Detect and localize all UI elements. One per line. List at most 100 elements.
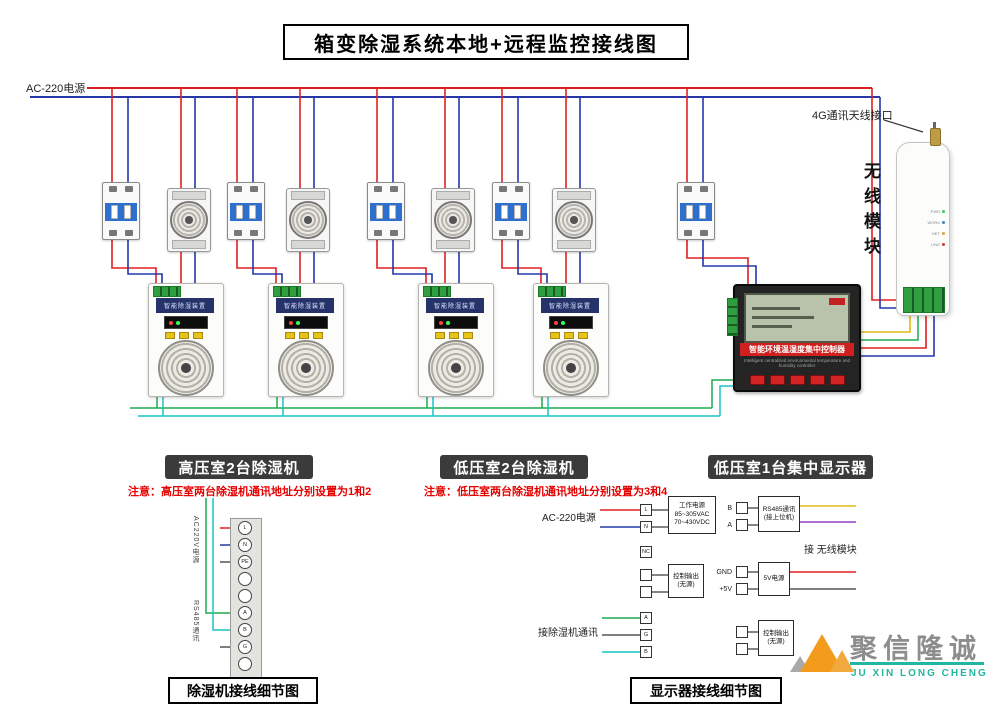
terminal-N: N (640, 521, 652, 533)
dehumidifier-fan (428, 340, 484, 396)
working-power-box: 工作电源 85~305VAC 70~430VDC (668, 496, 716, 534)
terminal-strip (172, 240, 206, 249)
breaker-toggle-band (370, 203, 402, 221)
detail-title-dehumidifier: 除湿机接线细节图 (168, 677, 318, 704)
terminal-B: B (640, 646, 652, 658)
power-module-3 (431, 188, 475, 252)
panel-button (578, 332, 588, 339)
fan-hub (451, 363, 461, 373)
fan-icon (289, 201, 327, 239)
terminal (238, 657, 252, 671)
breaker-lever (501, 205, 508, 219)
control-output2-box: 控制输出 (无源) (758, 620, 794, 656)
terminal-B: B (238, 623, 252, 637)
page-title: 箱变除湿系统本地+远程监控接线图 (283, 24, 689, 60)
panel-button (449, 332, 459, 339)
panel-button (550, 332, 560, 339)
dehumidifier-display-label: 智能除湿装置 (426, 298, 484, 313)
fan-hub (570, 216, 578, 224)
panel-button (435, 332, 445, 339)
panel-button (179, 332, 189, 339)
logo-subtitle: JU XIN LONG CHENG (851, 668, 988, 679)
central-controller: 智能环境温湿度集中控制器 Intelligent centralized env… (727, 284, 861, 392)
dehumidifier-terminal-block (273, 286, 301, 297)
fan-icon (434, 201, 472, 239)
panel-button (193, 332, 203, 339)
led-label: NET (932, 231, 940, 236)
controller-button (789, 375, 805, 385)
controller-subtitle: Intelligent centralized environmental te… (743, 358, 851, 369)
antenna-connector-icon (930, 122, 941, 146)
control-output1-box: 控制输出 (无源) (668, 564, 704, 598)
breaker-toggle-band (680, 203, 712, 221)
circuit-breaker-1 (102, 182, 140, 240)
circuit-breaker-2 (227, 182, 265, 240)
cyan-comm-wires (138, 385, 733, 653)
controller-button (809, 375, 825, 385)
power-module-1 (167, 188, 211, 252)
led-green (446, 320, 450, 325)
ac-power-label: AC-220电源 (24, 80, 88, 96)
breaker-toggle-band (230, 203, 262, 221)
terminal-strip (557, 191, 591, 200)
terminal (238, 589, 252, 603)
led-red (169, 320, 173, 325)
controller-button (769, 375, 785, 385)
screw-terminal (109, 230, 117, 236)
circuit-breaker-5 (677, 182, 715, 240)
terminal-L: L (640, 504, 652, 516)
led-dot (942, 210, 945, 213)
controller-button (829, 375, 845, 385)
screw-terminal (234, 230, 242, 236)
dehumidifier-1: 智能除湿装置 (148, 283, 224, 397)
screw-terminal (250, 186, 258, 192)
screw-terminal (109, 186, 117, 192)
terminal-strip (291, 191, 325, 200)
fan-icon (555, 201, 593, 239)
terminal-G: G (640, 629, 652, 641)
dehumidifier-terminal-block (538, 286, 566, 297)
logo-name: 聚信隆诚 (850, 634, 982, 664)
controller-terminal-block (727, 298, 738, 336)
breaker-lever (514, 205, 521, 219)
led-red (289, 320, 293, 325)
screen-text-line (752, 307, 800, 310)
dehumidifier-fan (278, 340, 334, 396)
terminal-ctrl1a (640, 569, 652, 581)
module-led-panel: PWR WORK NET LINK (928, 209, 945, 247)
terminal-GND (736, 566, 748, 578)
screw-terminal (499, 230, 507, 236)
terminal (238, 572, 252, 586)
terminal-strip (291, 240, 325, 249)
fan-icon (170, 201, 208, 239)
power-module-4 (552, 188, 596, 252)
red-wires (111, 88, 927, 573)
breaker-toggle-band (105, 203, 137, 221)
terminal-5V (736, 583, 748, 595)
section-label-display-room: 低压室1台集中显示器 (708, 455, 873, 479)
controller-button (749, 375, 765, 385)
dehumidifier-buttons (285, 332, 323, 339)
screw-terminal (250, 230, 258, 236)
terminal-L: L (238, 521, 252, 535)
breaker-lever (389, 205, 396, 219)
wireless-module: PWR WORK NET LINK (896, 122, 950, 316)
screw-terminal (700, 186, 708, 192)
dehumidifier-display-label: 智能除湿装置 (541, 298, 599, 313)
panel-button (463, 332, 473, 339)
module-terminal-block (903, 287, 945, 313)
blue-wires (127, 97, 935, 546)
led-dot (942, 243, 945, 246)
power-5v-box: 5V电源 (758, 562, 790, 596)
fan-hub (181, 363, 191, 373)
dehumidifier-2: 智能除湿装置 (268, 283, 344, 397)
screw-terminal (684, 230, 692, 236)
terminal-N: N (238, 538, 252, 552)
logo-mountain-icon (790, 634, 854, 672)
controller-screen (744, 293, 850, 343)
panel-button (313, 332, 323, 339)
detail-title-display: 显示器接线细节图 (630, 677, 782, 704)
terminal-PE: PE (238, 555, 252, 569)
panel-button (299, 332, 309, 339)
